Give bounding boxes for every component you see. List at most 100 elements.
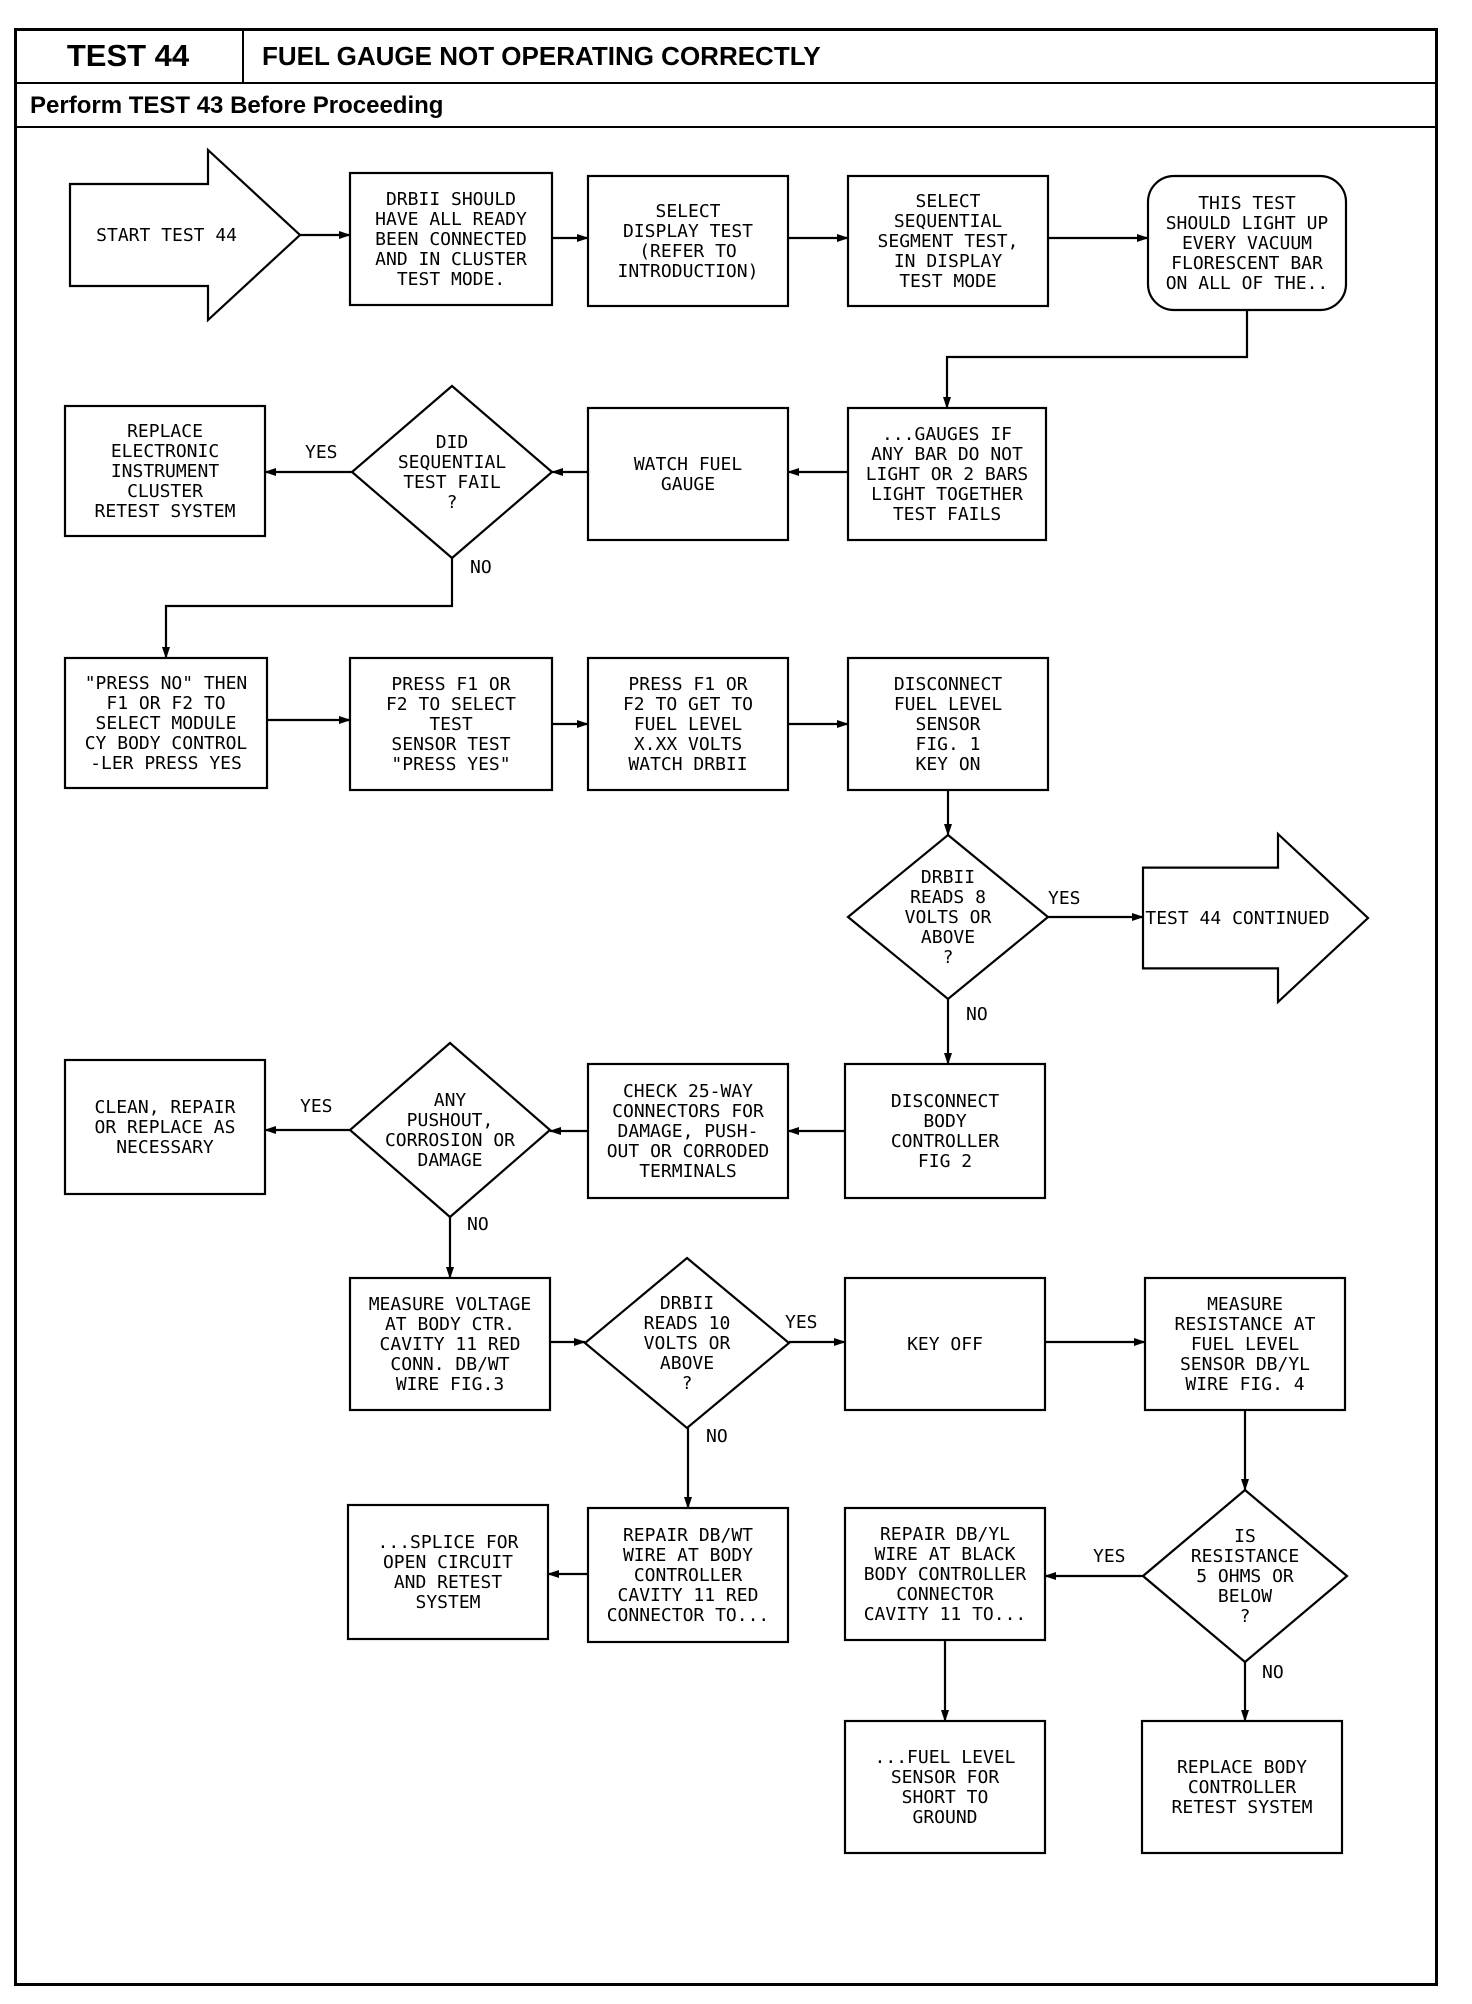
select-display-text-line: INTRODUCTION) xyxy=(618,261,759,282)
header-row xyxy=(14,28,1438,84)
resistance-5-text-line: ? xyxy=(1240,1606,1251,1627)
select-display-text-line: DISPLAY TEST xyxy=(623,221,753,242)
repair-dbyl-text-line: CONNECTOR xyxy=(896,1584,994,1605)
yes-branch-label: YES xyxy=(305,442,338,463)
key-off-node: KEY OFF xyxy=(843,1276,1047,1412)
no-branch-label: NO xyxy=(966,1004,988,1025)
start-text-line: START TEST 44 xyxy=(96,225,237,246)
this-test-text-line: THIS TEST xyxy=(1198,193,1296,214)
repair-dbwt-shape xyxy=(586,1506,790,1644)
repair-dbyl-text-line: REPAIR DB/YL xyxy=(880,1524,1010,1545)
drbii-10v-text-line: ABOVE xyxy=(660,1353,714,1374)
replace-cluster-text-line: REPLACE xyxy=(127,421,203,442)
gauges-if-shape xyxy=(846,406,1048,542)
drbii-8v-text-line: READS 8 xyxy=(910,887,986,908)
resistance-5-text-line: RESISTANCE xyxy=(1191,1546,1299,1567)
splice-text-line: OPEN CIRCUIT xyxy=(383,1552,513,1573)
press-f1-get-text-line: X.XX VOLTS xyxy=(634,734,742,755)
this-test-shape xyxy=(1146,174,1348,312)
did-sequential-text-line: ? xyxy=(447,492,458,513)
check-25way-text-line: DAMAGE, PUSH- xyxy=(618,1121,759,1142)
drbii-8v-text-line: DRBII xyxy=(921,867,975,888)
this-test-text-line: SHOULD LIGHT UP xyxy=(1166,213,1329,234)
this-test-text-line: ON ALL OF THE.. xyxy=(1166,273,1329,294)
replace-body-text-line: REPLACE BODY xyxy=(1177,1757,1307,1778)
measure-voltage-text-line: WIRE FIG.3 xyxy=(396,1374,504,1395)
start-node: START TEST 44 xyxy=(68,147,302,323)
select-sequential-text-line: TEST MODE xyxy=(899,271,997,292)
disconnect-body-text-line: BODY xyxy=(923,1111,967,1132)
splice-text-line: ...SPLICE FOR xyxy=(378,1532,519,1553)
replace-cluster-text-line: RETEST SYSTEM xyxy=(95,501,236,522)
fuel-short-shape xyxy=(843,1719,1047,1855)
measure-resistance-text-line: FUEL LEVEL xyxy=(1191,1334,1300,1355)
repair-dbyl-text-line: CAVITY 11 TO... xyxy=(864,1604,1027,1625)
check-25way-text-line: CONNECTORS FOR xyxy=(612,1101,764,1122)
press-f1-select-text-line: TEST xyxy=(429,714,473,735)
measure-voltage-text-line: AT BODY CTR. xyxy=(385,1314,515,1335)
disconnect-sensor-text-line: SENSOR xyxy=(915,714,980,735)
header-divider xyxy=(14,126,1438,128)
watch-fuel-text-line: WATCH FUEL xyxy=(634,454,743,475)
splice-text-line: AND RETEST xyxy=(394,1572,503,1593)
replace-cluster-text-line: ELECTRONIC xyxy=(111,441,219,462)
drbii-connected-text-line: TEST MODE. xyxy=(397,269,505,290)
select-sequential-text-line: SEQUENTIAL xyxy=(894,211,1003,232)
drbii-10v-text-line: READS 10 xyxy=(644,1313,731,1334)
check-25way-text-line: TERMINALS xyxy=(639,1161,737,1182)
fuel-short-text-line: ...FUEL LEVEL xyxy=(875,1747,1016,1768)
clean-repair-text-line: NECESSARY xyxy=(116,1137,214,1158)
watch-fuel-shape xyxy=(586,406,790,542)
test44-continued-shape xyxy=(1141,831,1370,1005)
no-branch-label: NO xyxy=(1262,1662,1284,1683)
any-pushout-text-line: ANY xyxy=(434,1090,467,1111)
disconnect-sensor-text-line: FUEL LEVEL xyxy=(894,694,1003,715)
page-frame xyxy=(14,28,1438,1986)
replace-body-shape xyxy=(1140,1719,1344,1855)
select-sequential-text-line: SELECT xyxy=(915,191,980,212)
repair-dbwt-text-line: WIRE AT BODY xyxy=(623,1545,753,1566)
drbii-10v-text-line: VOLTS OR xyxy=(644,1333,731,1354)
press-f1-select-text-line: SENSOR TEST xyxy=(391,734,510,755)
measure-resistance-shape xyxy=(1143,1276,1347,1412)
drbii-10v-text-line: DRBII xyxy=(660,1293,714,1314)
disconnect-body-shape xyxy=(843,1062,1047,1200)
check-25way-shape xyxy=(586,1062,790,1200)
key-off-shape xyxy=(843,1276,1047,1412)
measure-resistance-text-line: MEASURE xyxy=(1207,1294,1283,1315)
flow-connector xyxy=(943,310,1249,409)
drbii-connected-text-line: AND IN CLUSTER xyxy=(375,249,527,270)
splice-text-line: SYSTEM xyxy=(415,1592,480,1613)
yes-branch-label: YES xyxy=(1093,1546,1126,1567)
gauges-if-text-line: TEST FAILS xyxy=(893,504,1001,525)
fuel-short-text-line: SHORT TO xyxy=(902,1787,989,1808)
any-pushout-shape xyxy=(348,1041,552,1219)
splice-shape xyxy=(346,1503,550,1641)
measure-voltage-shape xyxy=(348,1276,552,1412)
drbii-8v-shape xyxy=(846,833,1050,1001)
select-display-text-line: (REFER TO xyxy=(639,241,737,262)
this-test-text-line: FLORESCENT BAR xyxy=(1171,253,1323,274)
gauges-if-text-line: LIGHT OR 2 BARS xyxy=(866,464,1029,485)
press-f1-select-text-line: "PRESS YES" xyxy=(391,754,510,775)
test44-continued-text-line: TEST 44 CONTINUED xyxy=(1145,908,1329,929)
did-sequential-shape xyxy=(350,384,554,560)
resistance-5-text-line: 5 OHMS OR xyxy=(1196,1566,1294,1587)
press-no-text-line: CY BODY CONTROL xyxy=(85,733,248,754)
press-f1-get-text-line: WATCH DRBII xyxy=(628,754,747,775)
press-no-text-line: -LER PRESS YES xyxy=(90,753,242,774)
